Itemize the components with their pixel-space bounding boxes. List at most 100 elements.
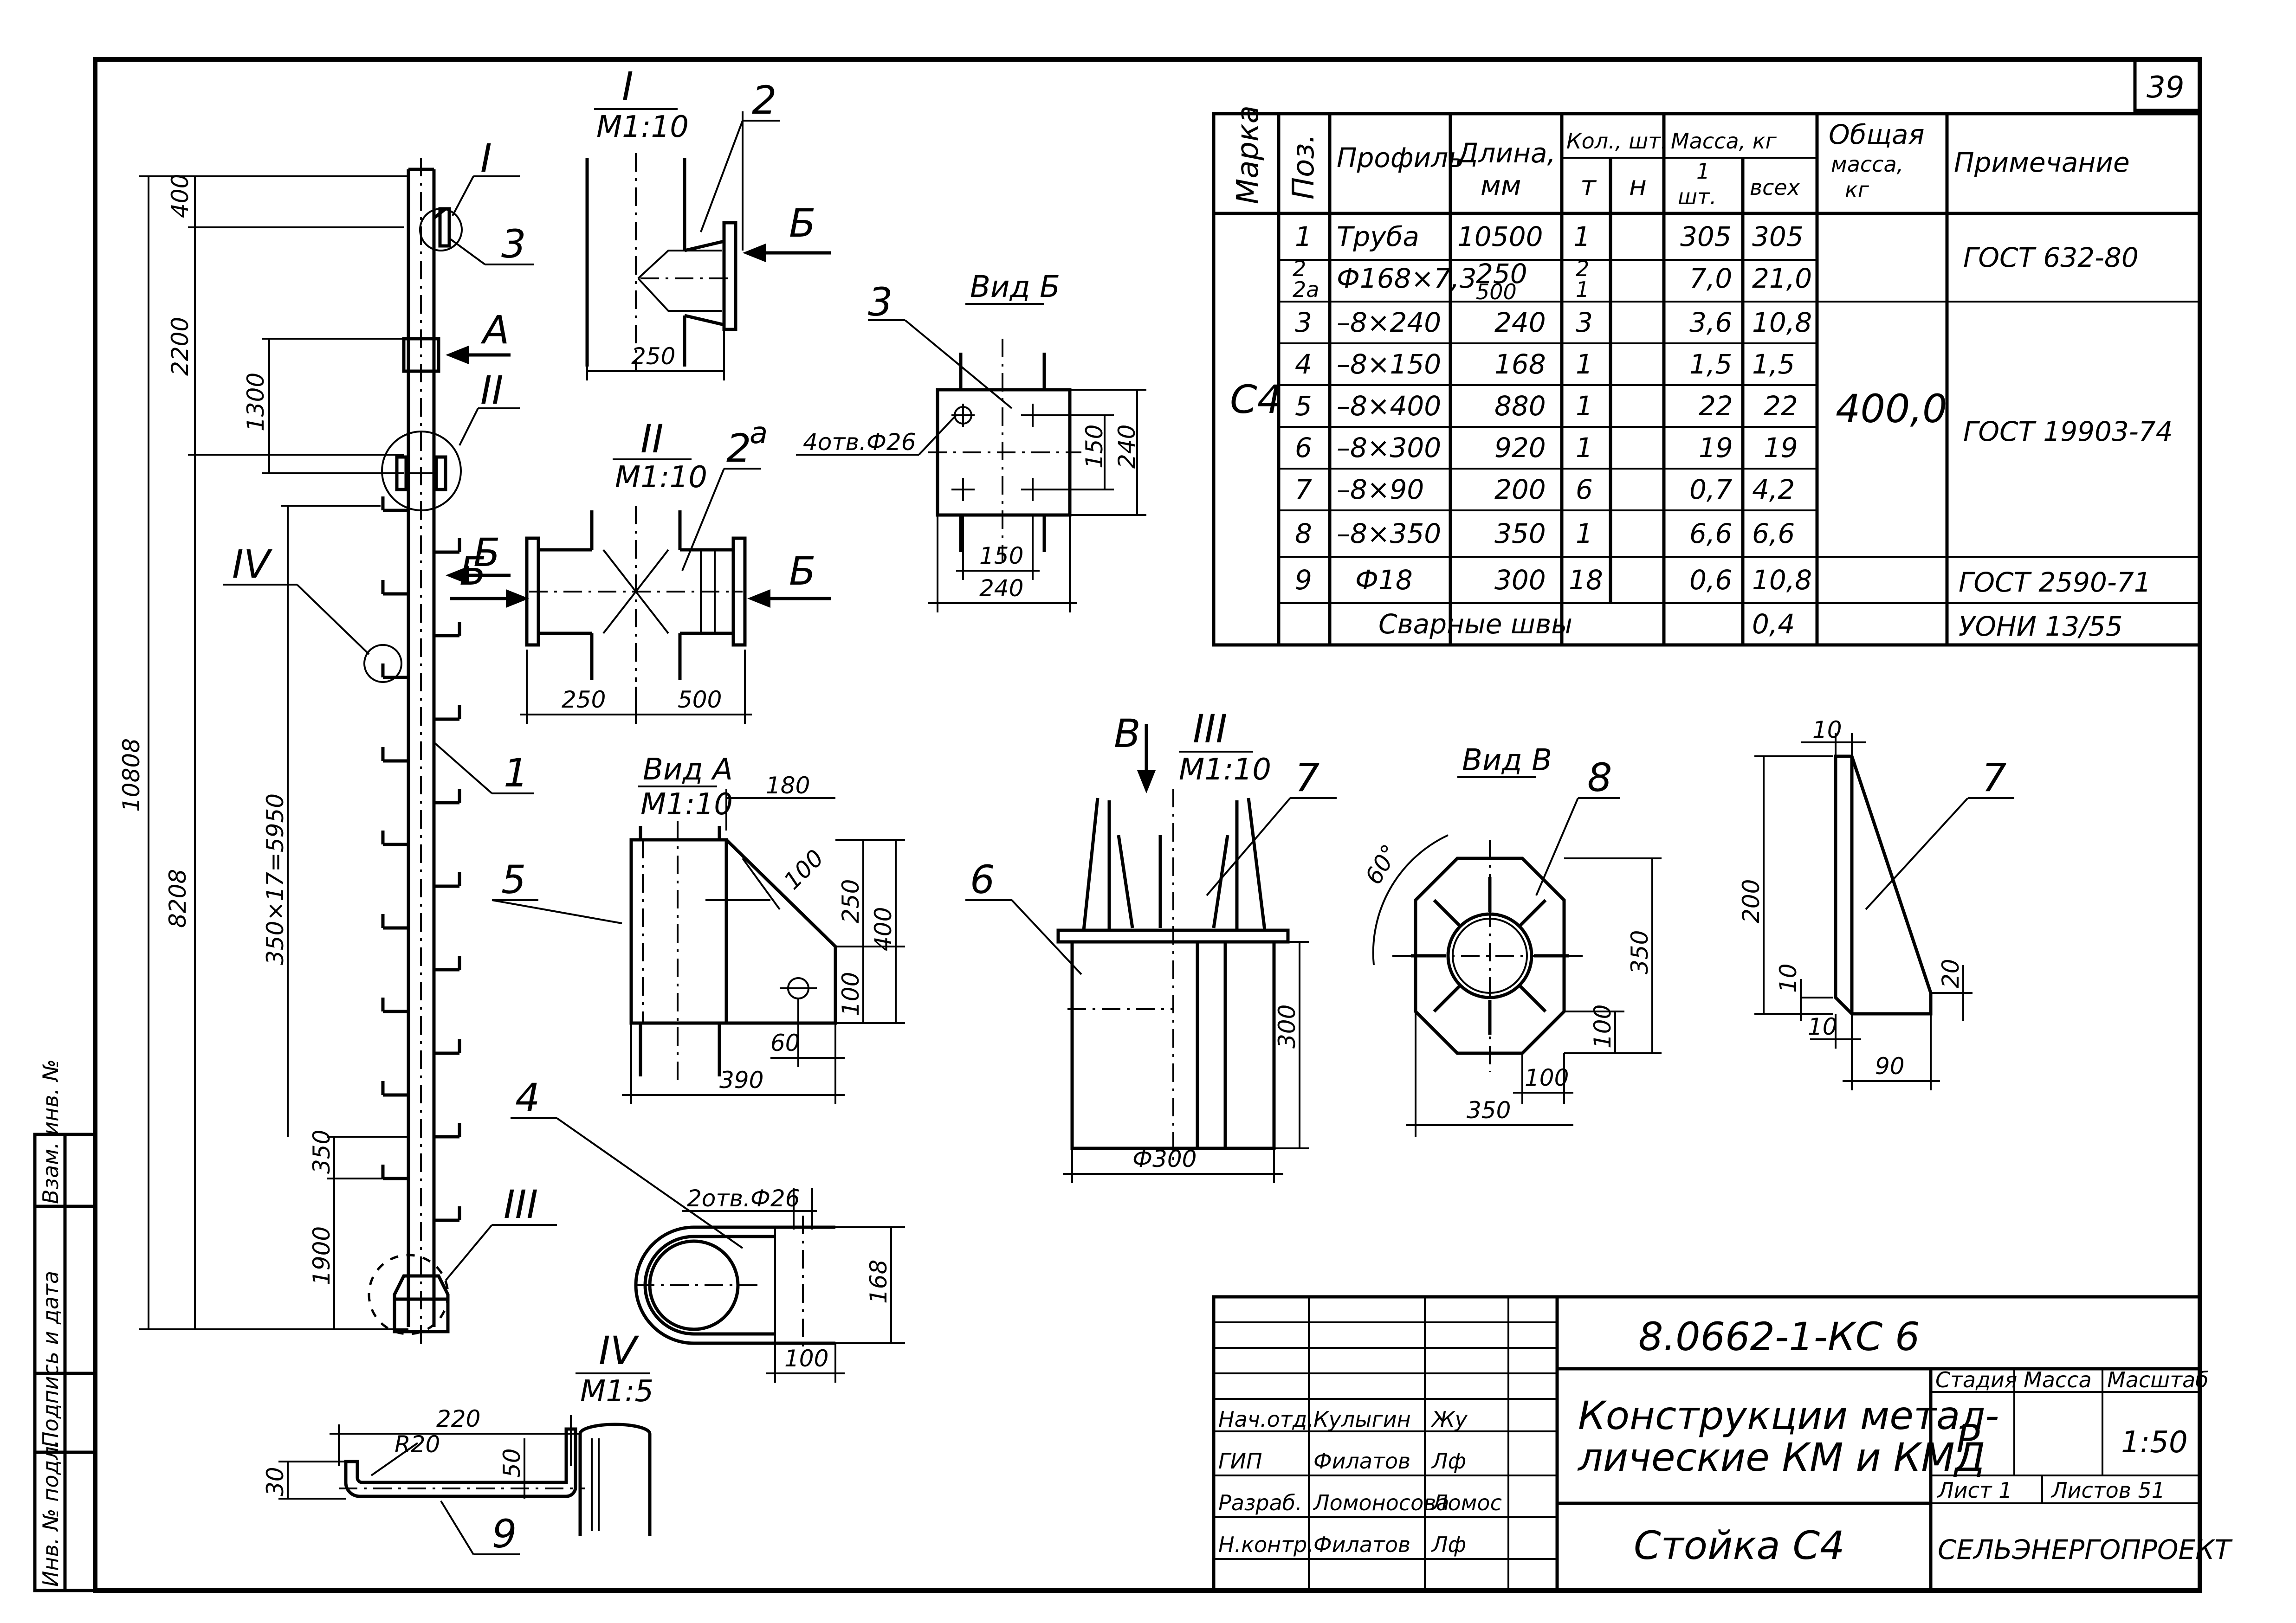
detail-II-scale: М1:10: [615, 460, 707, 495]
svg-text:250: 250: [1476, 258, 1527, 290]
rib-d200: 200: [1738, 879, 1765, 923]
svg-text:10,8: 10,8: [1752, 307, 1812, 338]
tb-role-row: Н.контр. Филатов Лф: [1218, 1532, 1466, 1557]
table-row: 2 2а Ф168×7,3 250 500 2 1 7,0 21,0: [1293, 256, 1812, 304]
detail-III-d300: 300: [1274, 1005, 1300, 1049]
detail-III: В III М1:10 7 6 300 Ф300: [965, 706, 1337, 1183]
tb-sheet: Лист 1: [1937, 1478, 2012, 1503]
svg-text:Лф: Лф: [1431, 1449, 1466, 1474]
svg-text:Ломос: Ломос: [1431, 1490, 1502, 1515]
pos-3-label: 3: [501, 221, 526, 267]
th-profil: Профиль: [1337, 142, 1464, 174]
svg-text:920: 920: [1494, 432, 1546, 464]
svg-text:3: 3: [1576, 307, 1593, 338]
tb-h-stage: Стадия: [1935, 1367, 2017, 1392]
detail-II-pos: 2: [726, 425, 751, 471]
svg-text:350: 350: [1494, 518, 1546, 549]
detail-IV-pos: 9: [492, 1511, 517, 1557]
detail-I-dim: 250: [631, 343, 675, 370]
table-row: 8 –8×350 350 1 6,6 6,6: [1295, 518, 1795, 549]
detail-III-pos6: 6: [970, 857, 995, 902]
table-row: 4 –8×150 168 1 1,5 1,5: [1295, 348, 1795, 380]
callout-A: A: [480, 307, 509, 353]
rib-d10a: 10: [1812, 716, 1842, 743]
cell-marka: С4: [1230, 377, 1282, 422]
view-A-d60: 60: [770, 1030, 800, 1056]
stamp-vzam: Взам. инв. №: [38, 1059, 63, 1204]
view-A-d180: 180: [766, 772, 810, 799]
callout-B: Б: [473, 530, 500, 575]
svg-text:7,0: 7,0: [1689, 263, 1732, 294]
view-B: Вид Б 3 4отв.Ф26 150 240 150 240: [796, 270, 1146, 612]
table-row: 7 –8×90 200 6 0,7 4,2: [1295, 474, 1795, 505]
part-4: 4 2отв.Ф26 168 100: [511, 1075, 905, 1383]
view-A-d400: 400: [870, 907, 897, 951]
tb-title2: лические КМ и КМД: [1577, 1435, 1985, 1480]
svg-text:–8×150: –8×150: [1337, 348, 1441, 380]
svg-text:1: 1: [1576, 518, 1593, 549]
svg-text:6,6: 6,6: [1689, 518, 1732, 549]
th-m1b: шт.: [1678, 184, 1717, 209]
tb-org: СЕЛЬЭНЕРГОПРОЕКТ: [1938, 1534, 2233, 1565]
callout-I: I: [480, 135, 492, 181]
svg-text:2а: 2а: [1293, 277, 1319, 302]
svg-text:9: 9: [1295, 564, 1312, 596]
view-B-d240h: 240: [979, 575, 1023, 602]
part-4-pos: 4: [515, 1075, 540, 1121]
th-dlina: Длина,: [1456, 137, 1556, 169]
title-block: 8.0662-1-КС 6 Конструкции метал- лически…: [1212, 1295, 2233, 1592]
view-V: Вид В 60° 8 350 100 100: [1360, 743, 1662, 1137]
view-V-d100h: 100: [1525, 1064, 1569, 1091]
svg-text:Ломоносова: Ломоносова: [1313, 1490, 1449, 1515]
part-4-d168: 168: [865, 1260, 892, 1304]
view-A-scale: М1:10: [640, 787, 733, 822]
th-obsh3: кг: [1845, 177, 1869, 202]
svg-text:–8×400: –8×400: [1337, 390, 1441, 422]
view-V-d100v: 100: [1589, 1005, 1616, 1049]
table-row: 5 –8×400 880 1 22 22: [1295, 390, 1798, 422]
th-dlina-u: мм: [1481, 170, 1521, 201]
view-B-d150h: 150: [979, 542, 1023, 569]
svg-text:–8×350: –8×350: [1337, 518, 1441, 549]
view-A: Вид А М1:10 5 180 100 250 400 100 60 390: [492, 753, 905, 1104]
svg-text:Разраб.: Разраб.: [1218, 1490, 1302, 1515]
svg-text:0,7: 0,7: [1689, 474, 1732, 505]
detail-I-arrow: Б: [789, 200, 816, 246]
callout-IV: IV: [232, 541, 273, 587]
view-A-title: Вид А: [643, 753, 733, 787]
dim-8208: 8208: [164, 869, 191, 928]
detail-I-pos: 2: [752, 77, 776, 123]
svg-text:500: 500: [1476, 279, 1517, 304]
tb-role-row: Нач.отд. Кулыгин Жy: [1218, 1407, 1468, 1432]
detail-III-pos7: 7: [1295, 755, 1319, 800]
svg-text:1: 1: [1576, 348, 1593, 380]
rib-d10c: 10: [1808, 1013, 1837, 1040]
table-row: 9 Ф18 300 18 0,6 10,8: [1295, 564, 1812, 596]
view-V-pos: 8: [1587, 755, 1612, 800]
stamp-inv: Инв. № подл.: [38, 1440, 63, 1587]
detail-IV-d50: 50: [498, 1448, 525, 1478]
rib-d20: 20: [1937, 959, 1964, 988]
detail-III-dphi: Ф300: [1132, 1146, 1197, 1172]
svg-text:1: 1: [1576, 277, 1589, 302]
th-m1: 1: [1696, 159, 1710, 184]
sheet-number: 39: [2147, 71, 2184, 105]
svg-text:19: 19: [1699, 432, 1733, 464]
svg-text:4: 4: [1295, 348, 1312, 380]
cell-welds: Сварные швы: [1378, 608, 1572, 640]
svg-text:ГИП: ГИП: [1218, 1449, 1262, 1474]
svg-text:Труба: Труба: [1337, 221, 1419, 252]
svg-text:22: 22: [1764, 390, 1798, 422]
rib-d90: 90: [1875, 1053, 1905, 1080]
svg-text:2: 2: [1293, 256, 1306, 281]
stamp-sign: Подпись и дата: [38, 1271, 63, 1448]
detail-IV-d220: 220: [436, 1405, 480, 1432]
svg-text:4,2: 4,2: [1752, 474, 1795, 505]
tb-h-mass: Масса: [2024, 1367, 2092, 1392]
part-4-holes: 2отв.Ф26: [687, 1185, 800, 1212]
svg-text:3,6: 3,6: [1689, 307, 1732, 338]
column-elevation: I 3 A II Б IV 1 III 10808 400 2200 8208 …: [118, 135, 557, 1346]
rib-d10b: 10: [1775, 963, 1802, 993]
svg-text:Ф18: Ф18: [1355, 564, 1413, 596]
detail-I-scale: М1:10: [596, 110, 689, 144]
